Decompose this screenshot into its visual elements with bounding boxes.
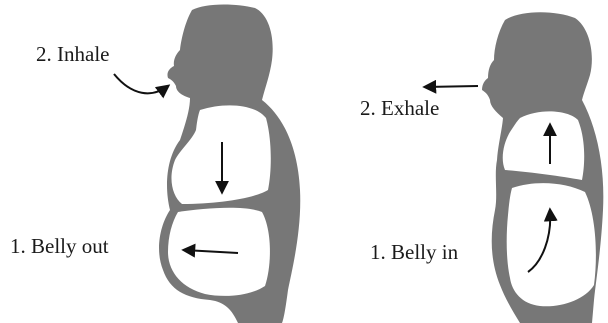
exhale-belly — [507, 183, 596, 306]
inhale-figure — [114, 4, 300, 323]
inhale-label: 2. Inhale — [36, 44, 109, 65]
exhale-label: 2. Exhale — [360, 98, 439, 119]
exhale-figure — [425, 12, 603, 323]
inhale-arrow — [114, 74, 168, 93]
belly-out-label: 1. Belly out — [10, 236, 109, 257]
exhale-arrow — [425, 86, 478, 87]
belly-in-label: 1. Belly in — [370, 242, 458, 263]
